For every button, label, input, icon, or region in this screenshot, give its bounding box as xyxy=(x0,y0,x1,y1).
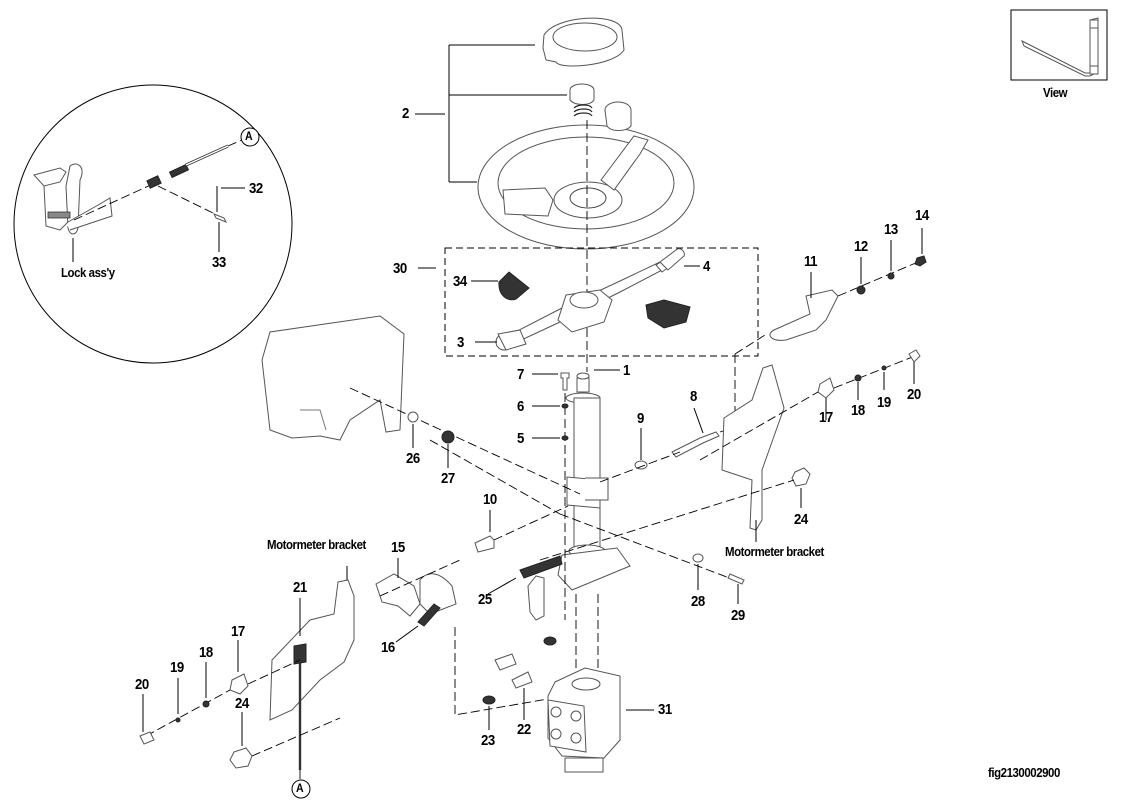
callout-17-right: 17 xyxy=(819,409,833,426)
callout-23: 23 xyxy=(481,732,495,749)
bolt-part xyxy=(560,372,570,391)
callout-22: 22 xyxy=(517,721,531,738)
motormeter-bracket-left-part xyxy=(269,579,355,721)
callout-5: 5 xyxy=(517,430,524,447)
callout-28: 28 xyxy=(691,593,705,610)
motormeter-bracket-left-label: Motormeter bracket xyxy=(267,537,366,552)
callout-11: 11 xyxy=(804,253,818,270)
lever-switch-part xyxy=(495,248,685,351)
lock-assembly-part xyxy=(33,163,113,235)
latch-15-part xyxy=(375,573,421,617)
callout-7: 7 xyxy=(517,366,524,383)
callout-4: 4 xyxy=(703,258,710,275)
callout-20-left: 20 xyxy=(135,676,149,693)
callout-9: 9 xyxy=(637,410,644,427)
callout-33: 33 xyxy=(212,254,226,271)
callout-2-bracket xyxy=(415,44,567,183)
callout-30: 30 xyxy=(393,260,407,277)
callout-31: 31 xyxy=(658,701,672,718)
callout-14: 14 xyxy=(915,207,929,224)
horn-cover-part xyxy=(542,17,625,67)
callout-25: 25 xyxy=(478,591,492,608)
orbitrol-steering-unit-part xyxy=(547,667,621,773)
callout-12: 12 xyxy=(854,238,868,255)
view-inset-box xyxy=(1010,9,1108,81)
horn-button-part xyxy=(569,83,595,117)
rubber-boot-34-part xyxy=(498,271,530,301)
callout-18-left: 18 xyxy=(199,644,213,661)
view-label: View xyxy=(1043,85,1068,100)
callout-13: 13 xyxy=(884,221,898,238)
rubber-boot-part xyxy=(645,299,691,329)
column-cover-part xyxy=(261,315,405,441)
callout-6: 6 xyxy=(517,398,524,415)
motormeter-bracket-right-label: Motormeter bracket xyxy=(725,544,824,559)
reference-marker-a-detail: A xyxy=(245,129,253,143)
callout-24-left: 24 xyxy=(235,695,249,712)
callout-3: 3 xyxy=(457,334,464,351)
lock-assembly-label: Lock ass'y xyxy=(61,265,115,280)
callout-8: 8 xyxy=(690,388,697,405)
callout-20-right: 20 xyxy=(907,386,921,403)
pin-part xyxy=(671,431,720,458)
callout-24-right: 24 xyxy=(794,511,808,528)
callout-32: 32 xyxy=(249,180,263,197)
callout-2: 2 xyxy=(402,105,409,122)
lock-assembly-detail-circle xyxy=(13,84,293,364)
washer-part xyxy=(634,460,648,470)
callout-30-group-box xyxy=(444,247,759,357)
steering-wheel-part xyxy=(477,101,695,250)
callout-15: 15 xyxy=(391,539,405,556)
callout-17-left: 17 xyxy=(231,623,245,640)
callout-29: 29 xyxy=(731,607,745,624)
reference-marker-a-bottom: A xyxy=(296,781,304,795)
cable-end-part xyxy=(146,144,229,189)
motormeter-bracket-right-part xyxy=(721,364,785,531)
callout-1: 1 xyxy=(623,362,630,379)
callout-21: 21 xyxy=(293,579,307,596)
callout-16: 16 xyxy=(381,639,395,656)
callout-18-right: 18 xyxy=(851,402,865,419)
callout-10: 10 xyxy=(483,491,497,508)
spring-16-part xyxy=(417,603,441,627)
callout-19-right: 19 xyxy=(877,394,891,411)
figure-id: fig2130002900 xyxy=(988,765,1060,780)
callout-34: 34 xyxy=(453,273,467,290)
forklift-fork-icon xyxy=(1021,17,1099,77)
spring-25-part xyxy=(519,555,563,579)
callout-19-left: 19 xyxy=(170,659,184,676)
steering-column-part xyxy=(557,372,631,591)
bracket-11-part xyxy=(769,289,839,341)
callout-27: 27 xyxy=(441,470,455,487)
callout-26: 26 xyxy=(406,450,420,467)
